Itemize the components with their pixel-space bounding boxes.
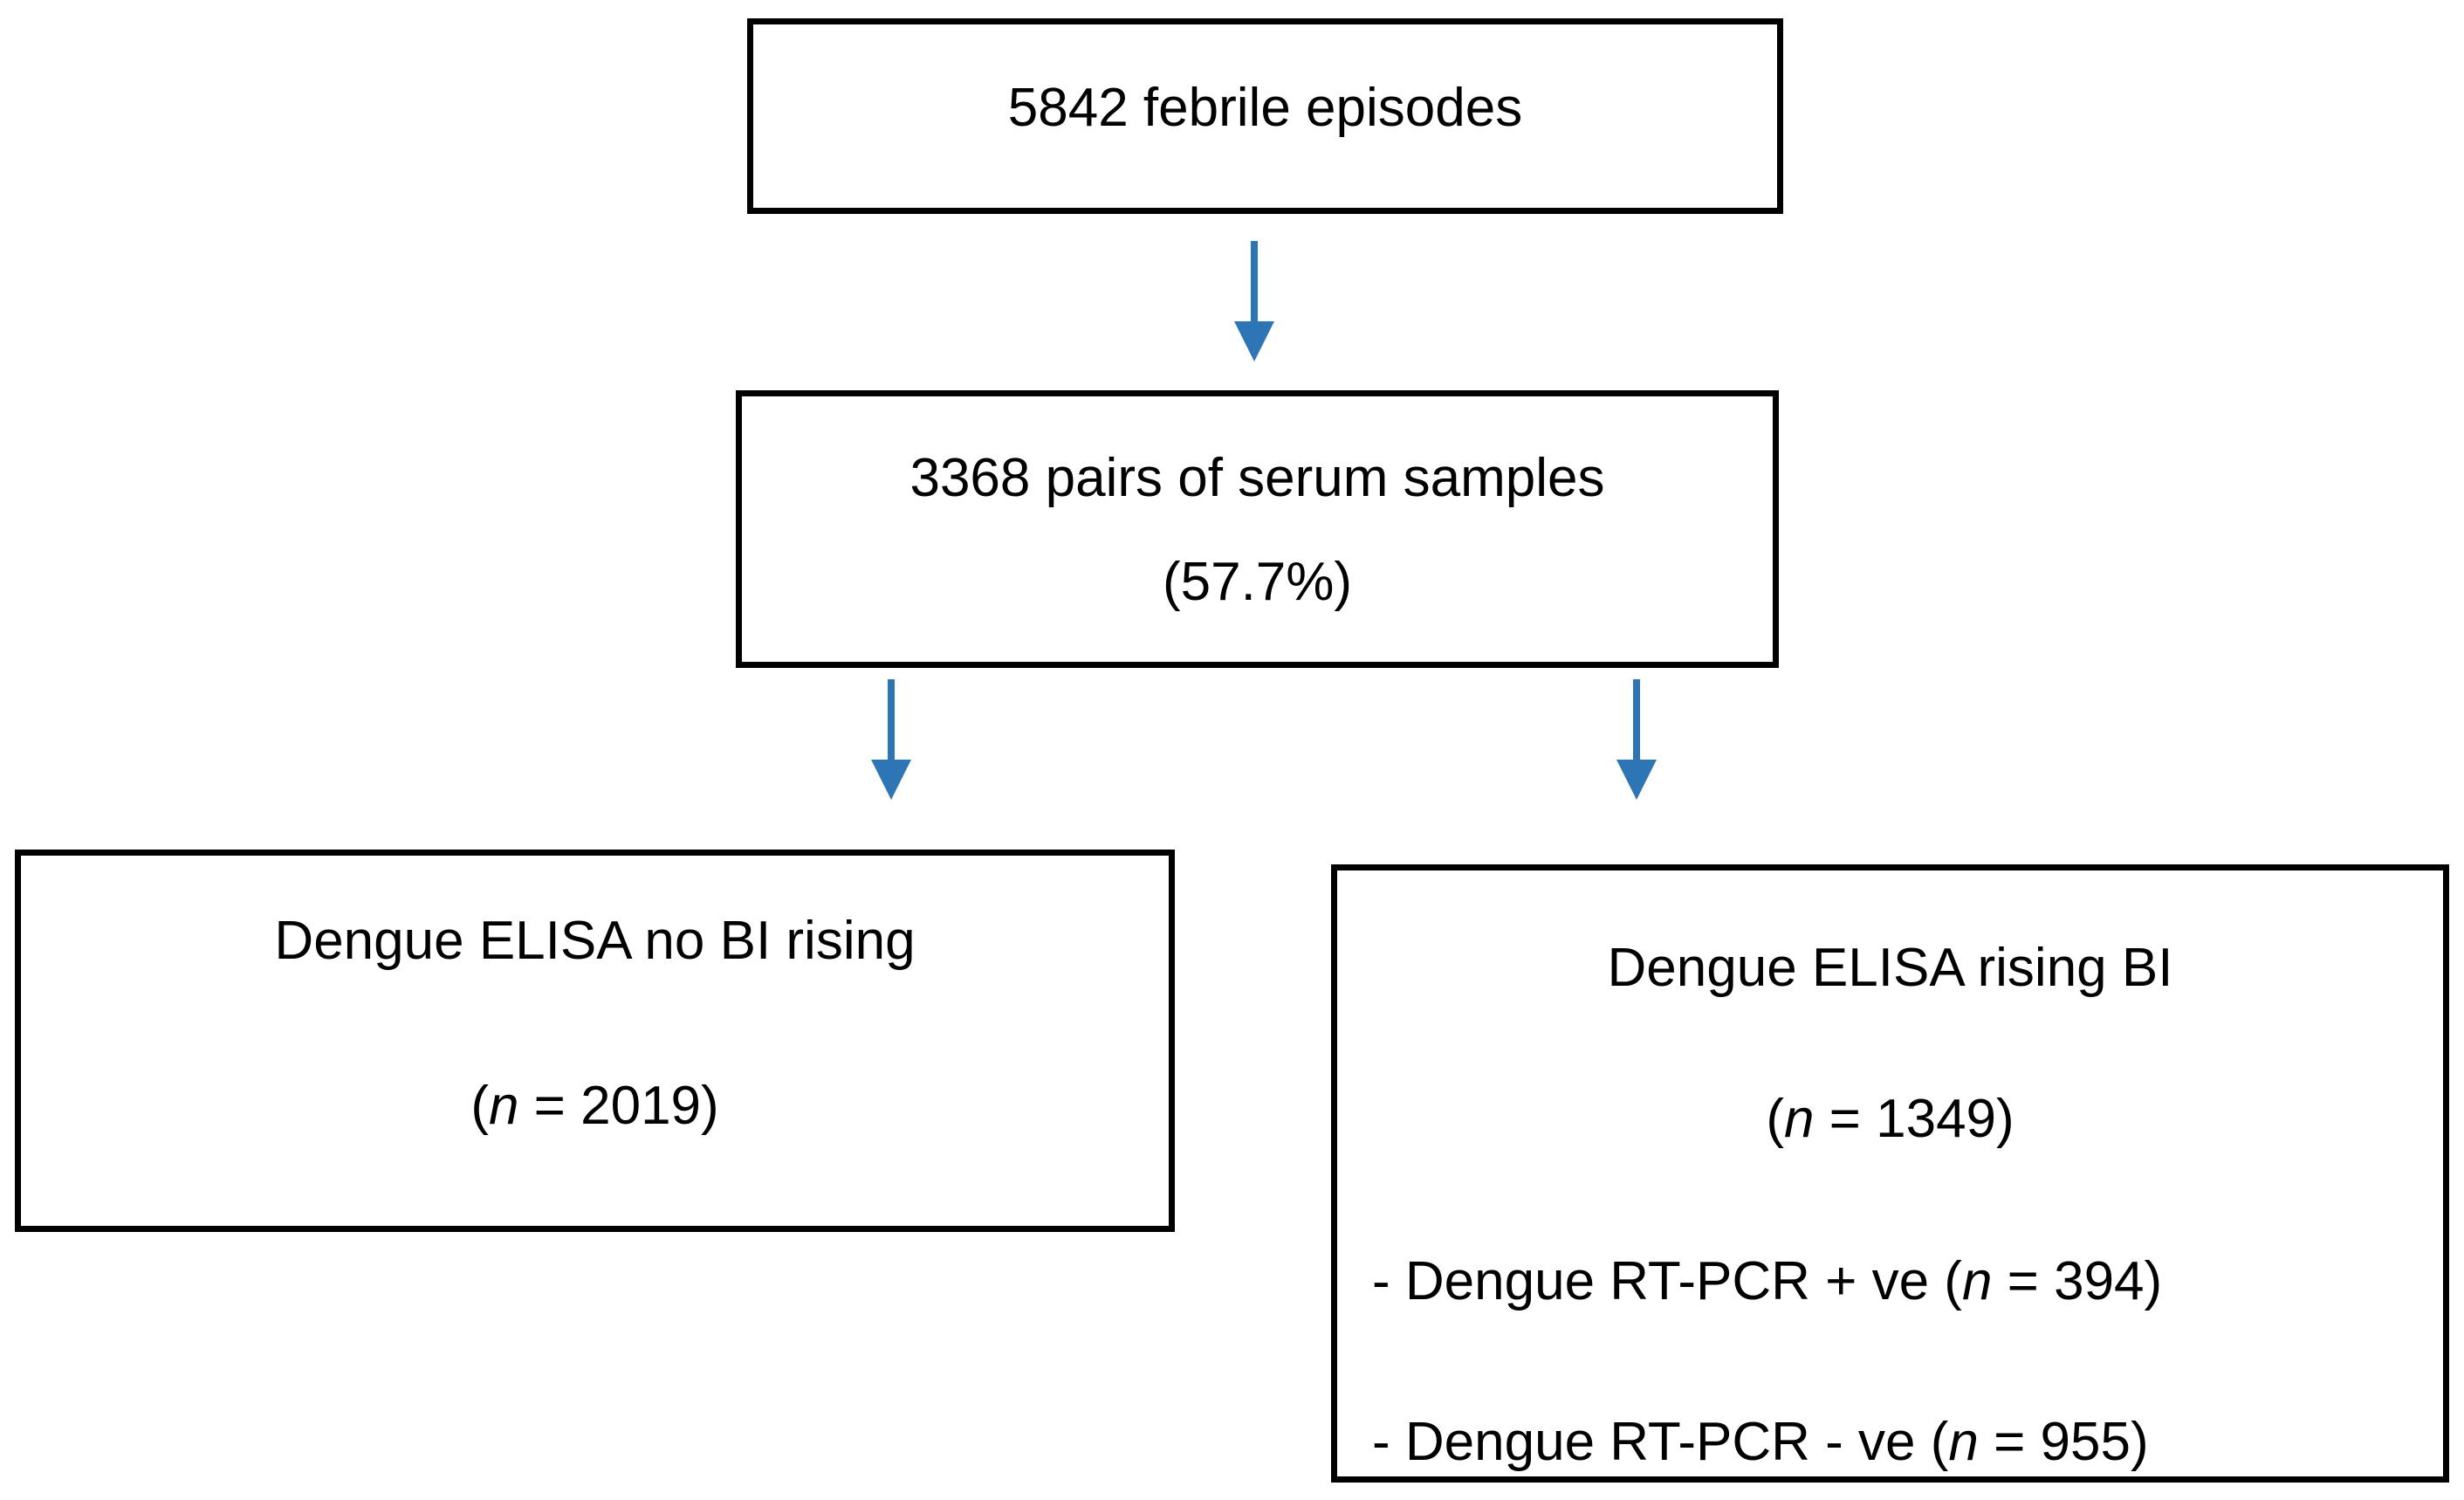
box-elisa-rising-bi: Dengue ELISA rising BI (n = 1349) - Deng… bbox=[1331, 864, 2449, 1483]
elisa-rising-bi-n: (n = 1349) bbox=[1337, 1088, 2443, 1151]
n-variable: n bbox=[1961, 1251, 1993, 1311]
rt-pcr-negative-label: - Dengue RT-PCR - ve ( bbox=[1372, 1412, 1949, 1472]
n-variable: n bbox=[1783, 1089, 1815, 1149]
elisa-no-bi-rising-n: (n = 2019) bbox=[21, 1075, 1169, 1138]
elisa-rising-bi-title: Dengue ELISA rising BI bbox=[1607, 938, 2173, 998]
rt-pcr-positive-value: = 394) bbox=[1992, 1251, 2163, 1311]
box-serum-samples: 3368 pairs of serum samples (57.7%) bbox=[736, 390, 1779, 668]
rt-pcr-negative-value: = 955) bbox=[1978, 1412, 2149, 1472]
serum-samples-text: 3368 pairs of serum samples bbox=[909, 448, 1605, 508]
n-value: = 1349) bbox=[1814, 1089, 2014, 1149]
down-arrow-top bbox=[1234, 241, 1274, 361]
elisa-no-bi-rising-title: Dengue ELISA no BI rising bbox=[274, 911, 916, 971]
n-variable: n bbox=[488, 1076, 519, 1136]
n-value: = 2019) bbox=[518, 1076, 719, 1136]
paren-open: ( bbox=[1766, 1089, 1784, 1149]
down-arrow-right bbox=[1616, 679, 1657, 800]
serum-samples-percent: (57.7%) bbox=[1162, 552, 1353, 612]
box-elisa-no-bi-rising: Dengue ELISA no BI rising (n = 2019) bbox=[15, 850, 1175, 1232]
rt-pcr-negative-item: - Dengue RT-PCR - ve (n = 955) bbox=[1337, 1411, 2443, 1474]
box-febrile-episodes: 5842 febrile episodes bbox=[747, 18, 1783, 214]
paren-open: ( bbox=[470, 1076, 489, 1136]
rt-pcr-positive-item: - Dengue RT-PCR + ve (n = 394) bbox=[1337, 1250, 2443, 1313]
febrile-episodes-text: 5842 febrile episodes bbox=[1007, 78, 1523, 138]
n-variable: n bbox=[1948, 1412, 1979, 1472]
rt-pcr-positive-label: - Dengue RT-PCR + ve ( bbox=[1372, 1251, 1962, 1311]
down-arrow-left bbox=[871, 679, 911, 800]
